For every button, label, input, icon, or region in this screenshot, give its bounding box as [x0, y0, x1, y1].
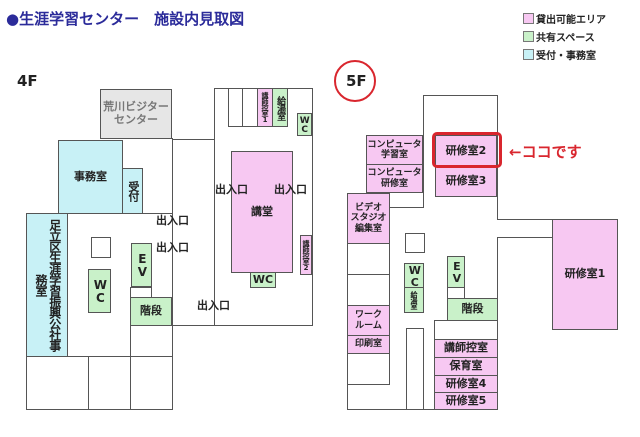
room-reception: 受付 — [122, 168, 143, 214]
legend-label: 受付・事務室 — [536, 51, 596, 62]
room-lecturer-1: 講師控室1 — [257, 88, 273, 127]
entrance-label: 出入口 — [215, 183, 248, 196]
shaft — [91, 237, 111, 258]
wall — [423, 95, 498, 96]
room — [88, 356, 131, 410]
room-training-4: 研修室4 — [434, 375, 498, 393]
legend-office: 受付・事務室 — [523, 47, 596, 62]
room — [242, 88, 258, 127]
room-ev: EV — [131, 243, 152, 287]
room-wc: WC — [88, 269, 111, 313]
legend-swatch-green — [523, 31, 534, 42]
room-wc: WC — [250, 272, 276, 288]
entrance-label: 出入口 — [156, 241, 189, 254]
room-stairs: 階段 — [447, 298, 498, 321]
page-title: ●生涯学習センター 施設内見取図 — [6, 10, 245, 28]
room-computer-study: コンピュータ 学習室 — [366, 135, 423, 165]
room-training-5: 研修室5 — [434, 392, 498, 410]
highlight-box — [432, 132, 502, 168]
room-nursery: 保育室 — [434, 357, 498, 376]
room-work-room: ワーク ルーム — [347, 305, 390, 336]
room — [347, 274, 390, 306]
room-kitchen: 給湯室 — [272, 88, 288, 127]
room — [228, 88, 243, 127]
room — [347, 353, 390, 385]
wall — [172, 139, 214, 140]
room-kitchen: 給湯室 — [404, 287, 424, 313]
legend-rentable: 貸出可能エリア — [523, 11, 606, 26]
room — [389, 192, 424, 208]
room-hall: 講堂 — [231, 151, 293, 273]
room-office: 事務室 — [58, 140, 123, 214]
room-lecturer: 講師控室 — [434, 339, 498, 358]
room-adachi-office-label: 足立区生涯学習振興公社事務室 — [34, 219, 62, 351]
room-training-3: 研修室3 — [435, 166, 497, 197]
legend-label: 共有スペース — [536, 33, 595, 44]
corridor — [406, 328, 424, 410]
wall — [497, 237, 498, 320]
legend-swatch-cyan — [523, 49, 534, 60]
floor-4f-label: 4F — [17, 72, 38, 90]
legend-swatch-pink — [523, 13, 534, 24]
room-video-studio: ビデオ スタジオ 編集室 — [347, 193, 390, 244]
room-adachi-office: 足立区生涯学習振興公社事務室 — [26, 213, 68, 357]
wall — [497, 219, 552, 220]
legend-shared: 共有スペース — [523, 29, 595, 44]
room-visitor-center: 荒川ビジター センター — [100, 89, 172, 139]
room — [347, 243, 390, 275]
entrance-label: 出入口 — [197, 299, 230, 312]
floor-5f-label: 5F — [346, 72, 367, 90]
entrance-label: 出入口 — [274, 183, 307, 196]
room — [26, 356, 89, 410]
room — [434, 320, 498, 340]
room-ev: EV — [447, 256, 465, 288]
shaft — [405, 233, 425, 253]
room-computer-training: コンピュータ 研修室 — [366, 164, 423, 193]
wall — [497, 237, 552, 238]
floor-5f-highlight-circle — [334, 60, 376, 102]
wall — [497, 95, 498, 219]
room-wc: WC — [404, 263, 424, 288]
wall — [172, 138, 173, 410]
room-lecturer-2: 講師控室2 — [300, 235, 312, 275]
wall — [423, 95, 424, 208]
room-stairs: 階段 — [130, 297, 172, 326]
entrance-label: 出入口 — [156, 214, 189, 227]
room-wc: WC — [297, 113, 312, 136]
room — [130, 356, 173, 410]
room-training-1: 研修室1 — [552, 219, 618, 330]
legend-label: 貸出可能エリア — [536, 15, 606, 26]
here-marker: ←ココです — [509, 143, 582, 161]
room-print: 印刷室 — [347, 335, 390, 354]
